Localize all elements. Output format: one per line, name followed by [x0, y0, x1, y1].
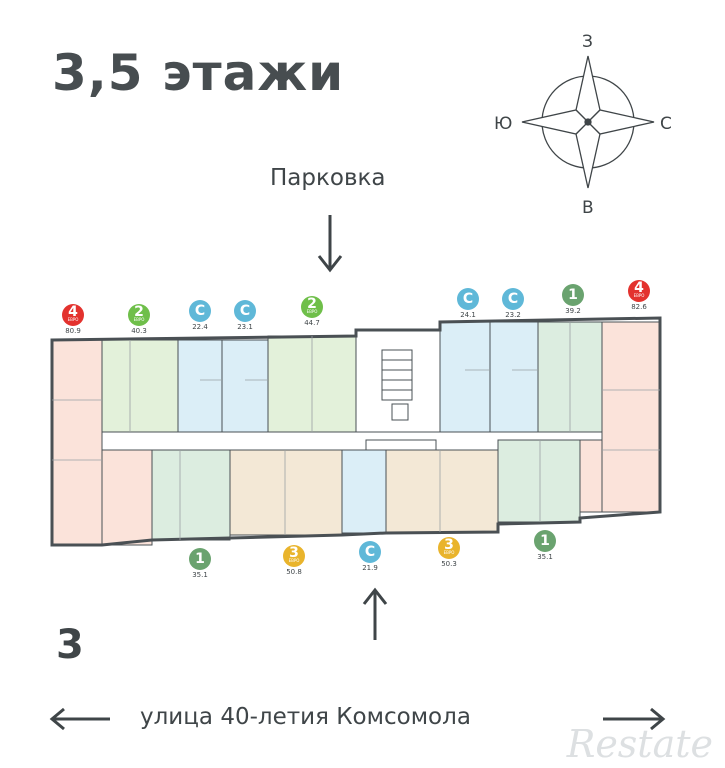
- apartment-area: 40.3: [131, 327, 147, 335]
- apartment-area: 44.7: [304, 319, 320, 327]
- floor-number: 3: [56, 622, 84, 668]
- apartment-area: 23.1: [237, 323, 253, 331]
- apartment-badge-top[interactable]: С 23.1: [232, 300, 258, 331]
- apartment-area: 50.3: [441, 560, 457, 568]
- apartment-area: 39.2: [565, 307, 581, 315]
- outer-wall: [50, 316, 662, 547]
- rooms-circle: С: [457, 288, 479, 310]
- apartment-badge-bottom[interactable]: С 21.9: [357, 541, 383, 572]
- apartment-badge-top[interactable]: С 22.4: [187, 300, 213, 331]
- rooms-circle: С: [189, 300, 211, 322]
- apartment-area: 82.6: [631, 303, 647, 311]
- apartment-area: 22.4: [192, 323, 208, 331]
- apartment-area: 35.1: [537, 553, 553, 561]
- parking-label: Парковка: [270, 165, 386, 191]
- apartment-area: 24.1: [460, 311, 476, 319]
- compass-north-label: З: [582, 32, 593, 52]
- street-right-arrow-icon: [603, 707, 666, 731]
- compass-rose-icon: [521, 55, 655, 189]
- rooms-circle: С: [502, 288, 524, 310]
- apartment-badge-top[interactable]: С 23.2: [500, 288, 526, 319]
- building-plan: [51, 321, 661, 546]
- street-left-arrow-icon: [49, 707, 110, 731]
- parking-arrow-icon: [317, 215, 343, 273]
- apartment-badge-top[interactable]: 1 39.2: [560, 284, 586, 315]
- apartment-area: 21.9: [362, 564, 378, 572]
- apartment-area: 35.1: [192, 571, 208, 579]
- rooms-circle: С: [234, 300, 256, 322]
- page-title: 3,5 этажи: [52, 44, 345, 102]
- apartment-area: 23.2: [505, 311, 521, 319]
- compass-east-label: С: [660, 114, 672, 134]
- apartment-badge-bottom[interactable]: 1 35.1: [187, 548, 213, 579]
- compass-south-label: В: [582, 198, 594, 218]
- apartment-area: 50.8: [286, 568, 302, 576]
- watermark-logo: Restate: [566, 722, 713, 766]
- compass-west-label: Ю: [494, 114, 513, 134]
- rooms-circle: 1: [534, 530, 556, 552]
- rooms-circle: 1: [189, 548, 211, 570]
- rooms-circle: С: [359, 541, 381, 563]
- apartment-badge-top[interactable]: С 24.1: [455, 288, 481, 319]
- apartment-area: 80.9: [65, 327, 81, 335]
- street-label: улица 40-летия Комсомола: [140, 704, 471, 730]
- stairwell: [365, 349, 437, 451]
- interior-walls: [52, 322, 660, 540]
- apartment-badge-bottom[interactable]: 1 35.1: [532, 530, 558, 561]
- rooms-circle: 1: [562, 284, 584, 306]
- entrance-arrow-icon: [362, 587, 388, 640]
